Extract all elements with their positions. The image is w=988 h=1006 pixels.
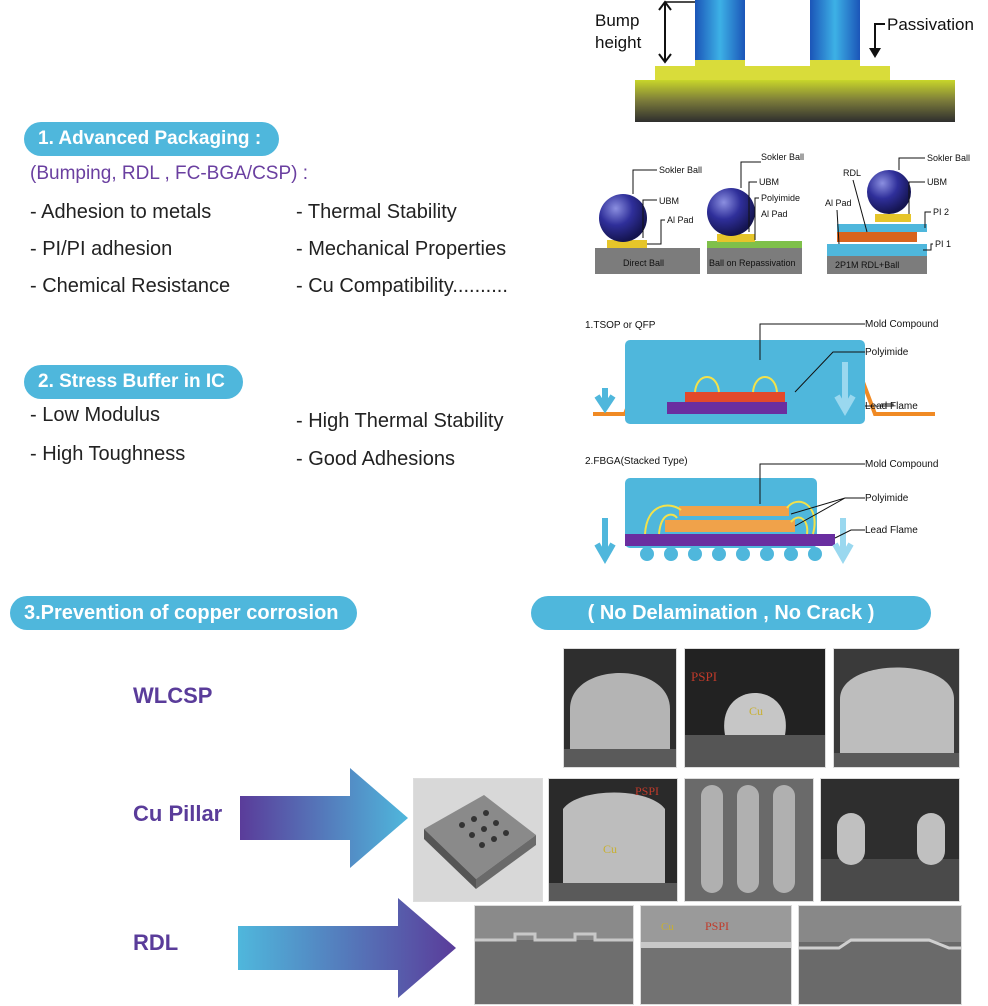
s1-right-item: - Cu Compatibility.......... <box>296 275 508 297</box>
rdl-arrow <box>238 898 456 998</box>
tsop-mold-label: Mold Compound <box>865 319 938 330</box>
section3-banner: ( No Delamination , No Crack ) <box>531 596 931 630</box>
s2-right-item: - Good Adhesions <box>296 448 455 470</box>
rdl-rdl-label: RDL <box>843 168 861 178</box>
s2-left-item: - High Toughness <box>30 443 186 465</box>
row-label-wlcsp: WLCSP <box>133 683 213 708</box>
direct-ubm-label: UBM <box>659 196 679 206</box>
bump-height-label-2: height <box>595 33 642 52</box>
repass-polyimide-label: Polyimide <box>761 193 800 203</box>
sem-cu-label: Cu <box>749 704 763 718</box>
repass-solder-label: Sokler Ball <box>761 152 804 162</box>
repass-ball-diagram: Ball on Repassivation Sokler Ball UBM Po… <box>707 152 804 274</box>
cu-pillar-arrow <box>240 768 408 868</box>
sem-image-wlcsp-3 <box>833 648 960 768</box>
rdl-ball-diagram: 2P1M RDL+Ball Sokler Ball RDL UBM Al Pad… <box>825 153 970 274</box>
sem-cu-label: Cu <box>603 842 617 856</box>
sem-image-cu-pillar-1 <box>413 778 543 902</box>
bump-height-label-1: Bump <box>595 11 639 30</box>
sem-pspi-label: PSPI <box>635 784 659 798</box>
direct-ball-caption: Direct Ball <box>623 258 664 268</box>
repass-ubm-label: UBM <box>759 177 779 187</box>
rdl-ubm-label: UBM <box>927 177 947 187</box>
passivation-layer <box>655 60 890 80</box>
bump-height-diagram: Bump height Passivation <box>595 0 974 122</box>
sem-image-wlcsp-1 <box>563 648 677 768</box>
s1-left-item: - PI/PI adhesion <box>30 238 173 260</box>
repass-pad-label: Al Pad <box>761 209 788 219</box>
s1-left-item: - Adhesion to metals <box>30 201 212 223</box>
sem-image-cu-pillar-2: PSPI Cu <box>548 778 678 902</box>
sem-image-cu-pillar-3 <box>684 778 814 902</box>
rdl-pad-label: Al Pad <box>825 198 852 208</box>
tsop-lead-label: Lead Flame <box>865 401 918 412</box>
bump-right <box>810 0 860 60</box>
tsop-polyimide-label: Polyimide <box>865 347 909 358</box>
fbga-mold-label: Mold Compound <box>865 459 938 470</box>
direct-solder-label: Sokler Ball <box>659 165 702 175</box>
sem-image-wlcsp-2: PSPI Cu <box>684 648 826 768</box>
fbga-diagram: 2.FBGA(Stacked Type) Mold Compound Polyi… <box>585 456 938 565</box>
sem-image-rdl-2: PSPI Cu <box>640 905 792 1005</box>
sem-image-rdl-3 <box>798 905 962 1005</box>
rdl-pi2-label: PI 2 <box>933 207 949 217</box>
s1-right-item: - Thermal Stability <box>296 201 457 223</box>
tsop-diagram: 1.TSOP or QFP Mold Compound Polyimide Le… <box>585 319 938 424</box>
solder-ball-diagrams: Direct Ball Sokler Ball UBM Al Pad Ball … <box>595 152 970 274</box>
section1-title: 1. Advanced Packaging : <box>24 122 280 156</box>
sem-pspi-label: PSPI <box>705 919 729 933</box>
s2-left-item: - Low Modulus <box>30 404 161 426</box>
rdl-pi1-label: PI 1 <box>935 239 951 249</box>
fbga-title: 2.FBGA(Stacked Type) <box>585 456 688 467</box>
sem-image-cu-pillar-4 <box>820 778 960 902</box>
section2-title: 2. Stress Buffer in IC <box>24 365 243 399</box>
sem-pspi-label: PSPI <box>691 669 717 684</box>
sem-image-rdl-1 <box>474 905 634 1005</box>
sem-cu-label: Cu <box>661 921 674 933</box>
fbga-lead-label: Lead Flame <box>865 525 918 536</box>
direct-ball-diagram: Direct Ball Sokler Ball UBM Al Pad <box>595 165 702 274</box>
substrate <box>635 80 955 122</box>
s1-left-item: - Chemical Resistance <box>30 275 231 297</box>
direct-pad-label: Al Pad <box>667 215 694 225</box>
repass-caption: Ball on Repassivation <box>709 258 796 268</box>
rdl-caption: 2P1M RDL+Ball <box>835 260 899 270</box>
bump-left <box>695 0 745 60</box>
rdl-solder-label: Sokler Ball <box>927 153 970 163</box>
section3-title: 3.Prevention of copper corrosion <box>10 596 357 630</box>
row-label-cu-pillar: Cu Pillar <box>133 801 223 826</box>
row-label-rdl: RDL <box>133 930 179 955</box>
s1-right-item: - Mechanical Properties <box>296 238 507 260</box>
fbga-polyimide-label: Polyimide <box>865 493 909 504</box>
s2-right-item: - High Thermal Stability <box>296 410 504 432</box>
tsop-title: 1.TSOP or QFP <box>585 320 656 331</box>
passivation-label: Passivation <box>887 15 974 34</box>
section1-subtitle: (Bumping, RDL , FC-BGA/CSP) : <box>30 163 309 184</box>
